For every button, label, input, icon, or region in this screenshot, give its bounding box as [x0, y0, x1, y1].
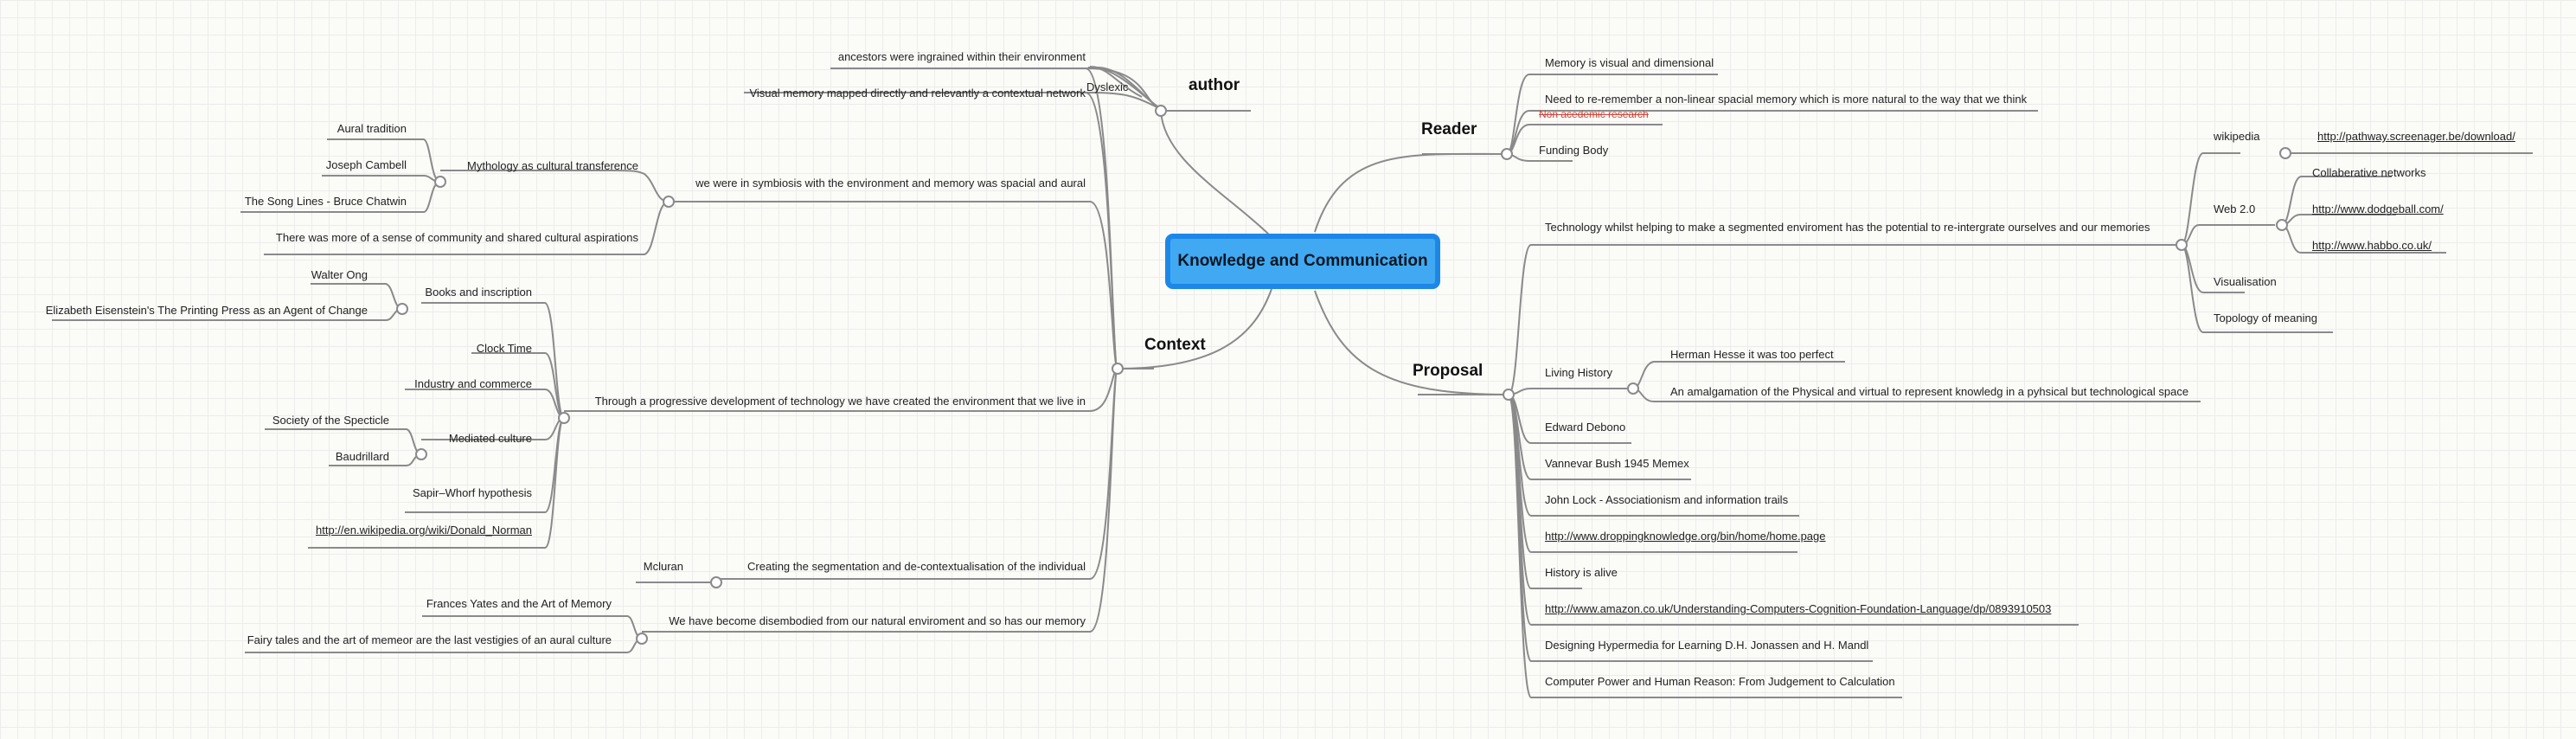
topic-dyslexic[interactable]: Dyslexic: [1086, 80, 1129, 93]
topic-hypermedia[interactable]: Designing Hypermedia for Learning D.H. J…: [1545, 639, 1869, 652]
topic-non-academic[interactable]: Non acedemic research: [1539, 108, 1649, 120]
branch-proposal[interactable]: Proposal: [1413, 362, 1483, 380]
topic-mediated[interactable]: Mediated culture: [448, 432, 532, 445]
topic-industry[interactable]: Industry and commerce: [414, 377, 532, 390]
topic-john-lock[interactable]: John Lock - Associationism and informati…: [1545, 493, 1789, 506]
topic-walter-ong[interactable]: Walter Ong: [311, 268, 368, 281]
topic-fairy-tales[interactable]: Fairy tales and the art of memeor are th…: [247, 633, 612, 646]
branch-context[interactable]: Context: [1144, 336, 1206, 354]
link-donald-norman[interactable]: http://en.wikipedia.org/wiki/Donald_Norm…: [315, 524, 532, 537]
topic-ancestors[interactable]: ancestors were ingrained within their en…: [837, 50, 1086, 63]
topic-books[interactable]: Books and inscription: [425, 286, 532, 299]
topic-living-history[interactable]: Living History: [1545, 366, 1613, 379]
link-habbo[interactable]: http://www.habbo.co.uk/: [2312, 239, 2432, 252]
topic-aural-tradition[interactable]: Aural tradition: [336, 122, 407, 135]
link-dodgeball[interactable]: http://www.dodgeball.com/: [2312, 202, 2444, 215]
topic-frances-yates[interactable]: Frances Yates and the Art of Memory: [426, 597, 612, 610]
topic-joseph-cambell[interactable]: Joseph Cambell: [325, 158, 407, 171]
topic-technology[interactable]: Technology whilst helping to make a segm…: [1545, 221, 2150, 234]
topic-sapir-whorf[interactable]: Sapir–Whorf hypothesis: [412, 486, 532, 499]
topic-segmentation[interactable]: Creating the segmentation and de-context…: [747, 560, 1086, 573]
topic-specticle[interactable]: Society of the Specticle: [272, 414, 389, 427]
topic-collaberative[interactable]: Collaberative networks: [2312, 166, 2426, 179]
branch-author[interactable]: author: [1189, 76, 1240, 94]
topic-edward-debono[interactable]: Edward Debono: [1545, 421, 1626, 434]
topic-herman-hesse[interactable]: Herman Hesse it was too perfect: [1670, 348, 1834, 361]
topic-visualisation[interactable]: Visualisation: [2214, 275, 2277, 288]
topic-visual-memory[interactable]: Visual memory mapped directly and releva…: [749, 87, 1086, 100]
topic-topology[interactable]: Topology of meaning: [2214, 312, 2317, 325]
link-droppingknowledge[interactable]: http://www.droppingknowledge.org/bin/hom…: [1545, 530, 1826, 543]
topic-eisenstein[interactable]: Elizabeth Eisenstein's The Printing Pres…: [45, 304, 368, 317]
topic-amalgamation[interactable]: An amalgamation of the Physical and virt…: [1670, 385, 2189, 398]
topic-mcluran[interactable]: Mcluran: [643, 560, 683, 573]
topic-memory-visual[interactable]: Memory is visual and dimensional: [1545, 56, 1714, 69]
link-amazon[interactable]: http://www.amazon.co.uk/Understanding-Co…: [1545, 602, 2052, 615]
topic-progressive[interactable]: Through a progressive development of tec…: [594, 395, 1086, 408]
topic-community[interactable]: There was more of a sense of community a…: [275, 231, 638, 244]
topic-baudrillard[interactable]: Baudrillard: [335, 450, 389, 463]
topic-web2[interactable]: Web 2.0: [2214, 202, 2256, 215]
topic-mythology[interactable]: Mythology as cultural transference: [467, 159, 638, 172]
branch-reader[interactable]: Reader: [1421, 120, 1477, 138]
topic-clock-time[interactable]: Clock Time: [476, 342, 532, 355]
topic-vannevar-bush[interactable]: Vannevar Bush 1945 Memex: [1545, 457, 1689, 470]
topic-song-lines[interactable]: The Song Lines - Bruce Chatwin: [244, 195, 407, 208]
topic-symbiosis[interactable]: we were in symbiosis with the environmen…: [695, 177, 1086, 190]
link-pathway-screenager[interactable]: http://pathway.screenager.be/download/: [2317, 130, 2515, 143]
topic-funding-body[interactable]: Funding Body: [1539, 144, 1609, 157]
topic-re-remember[interactable]: Need to re-remember a non-linear spacial…: [1545, 93, 2028, 106]
topic-computer-power[interactable]: Computer Power and Human Reason: From Ju…: [1545, 675, 1895, 688]
topic-disembodied[interactable]: We have become disembodied from our natu…: [669, 614, 1086, 627]
topic-history-alive[interactable]: History is alive: [1545, 566, 1618, 579]
central-topic[interactable]: Knowledge and Communication: [1165, 234, 1440, 289]
topic-wikipedia[interactable]: wikipedia: [2214, 130, 2260, 143]
